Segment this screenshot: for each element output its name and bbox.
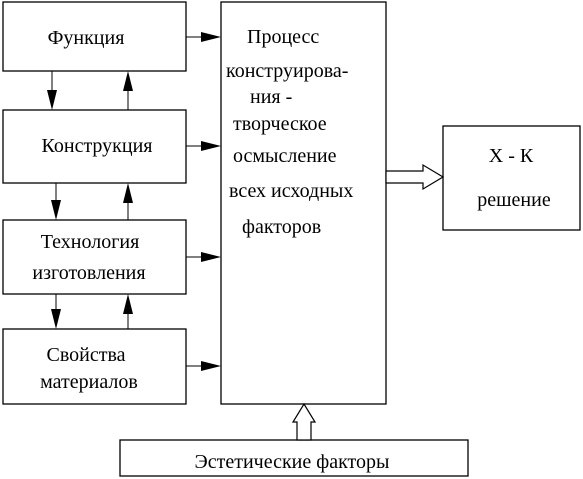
aesthetic-factors-box: Эстетические факторы bbox=[119, 439, 469, 477]
technology-label-line2: изготовления bbox=[32, 262, 145, 284]
result-label-line2: решение bbox=[477, 189, 551, 211]
arrow-technology-to-process bbox=[186, 252, 221, 262]
aesthetic-factors-label: Эстетические факторы bbox=[195, 451, 390, 473]
material-properties-box: Свойства материалов bbox=[2, 328, 187, 405]
arrow-aesthetic-to-process bbox=[291, 402, 317, 441]
arrow-function-to-process bbox=[186, 32, 221, 42]
arrow-properties-to-technology bbox=[123, 294, 133, 329]
process-label-line3: ния - bbox=[250, 86, 292, 108]
arrow-process-to-result bbox=[385, 163, 445, 191]
arrow-construction-to-technology bbox=[51, 183, 61, 220]
process-label-line1: Процесс bbox=[247, 26, 319, 48]
arrow-technology-to-construction bbox=[123, 183, 133, 220]
function-label: Функция bbox=[48, 27, 125, 49]
process-label-line6: всех исходных bbox=[229, 180, 353, 202]
arrow-properties-to-process bbox=[186, 361, 221, 371]
design-process-box: Процесс конструирова- ния - творческое о… bbox=[220, 1, 387, 405]
process-label-line5: осмысление bbox=[233, 145, 337, 167]
process-label-line2: конструирова- bbox=[226, 60, 348, 82]
function-box: Функция bbox=[2, 1, 187, 72]
technology-label-line1: Технология bbox=[41, 231, 140, 253]
arrow-construction-to-process bbox=[186, 141, 221, 151]
technology-box: Технология изготовления bbox=[2, 219, 187, 295]
process-label-line4: творческое bbox=[233, 113, 327, 135]
construction-box: Конструкция bbox=[2, 109, 187, 184]
material-properties-label-line1: Свойства bbox=[46, 344, 125, 366]
material-properties-label-line2: материалов bbox=[40, 371, 138, 393]
arrow-construction-to-function bbox=[123, 71, 133, 110]
process-label-line7: факторов bbox=[242, 216, 321, 238]
arrow-function-to-construction bbox=[47, 71, 57, 110]
result-box: Х - К решение bbox=[442, 125, 581, 231]
construction-label: Конструкция bbox=[42, 135, 153, 157]
arrow-technology-to-properties bbox=[51, 294, 61, 329]
result-label-line1: Х - К bbox=[489, 145, 534, 167]
